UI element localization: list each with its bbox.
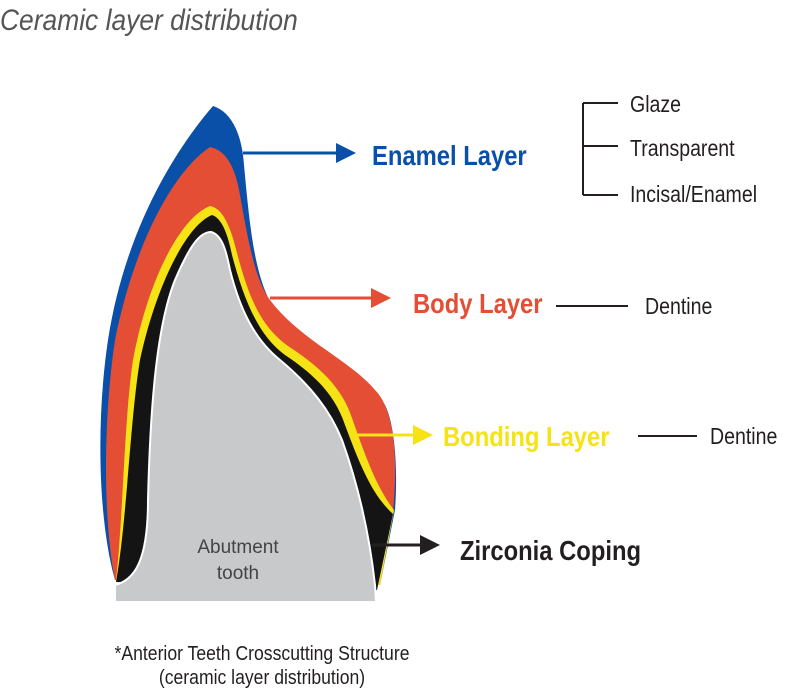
footnote-line2: (ceramic layer distribution)	[159, 666, 365, 688]
enamel-arrow-icon	[243, 143, 356, 163]
footnote-line1: *Anterior Teeth Crosscutting Structure	[115, 642, 410, 664]
bonding-arrow-icon	[350, 425, 433, 445]
abutment-label-line1: Abutment	[197, 537, 279, 558]
bonding-layer-label: Bonding Layer	[443, 420, 610, 452]
body-arrow-icon	[270, 288, 391, 308]
sublayer-bracket	[582, 102, 618, 196]
sublayer-incisal-enamel: Incisal/Enamel	[630, 182, 757, 208]
body-layer-label: Body Layer	[413, 287, 543, 319]
diagram-title: Ceramic layer distribution	[0, 2, 298, 36]
enamel-layer-label: Enamel Layer	[372, 139, 527, 171]
abutment-tooth-shape	[114, 230, 378, 603]
sublayer-transparent: Transparent	[630, 136, 735, 162]
abutment-label-line2: tooth	[217, 563, 259, 584]
bonding-material: Dentine	[710, 424, 777, 450]
sublayer-glaze: Glaze	[630, 92, 681, 118]
zirconia-coping-label: Zirconia Coping	[460, 534, 641, 566]
coping-arrow-icon	[372, 535, 440, 555]
body-material: Dentine	[645, 294, 712, 320]
